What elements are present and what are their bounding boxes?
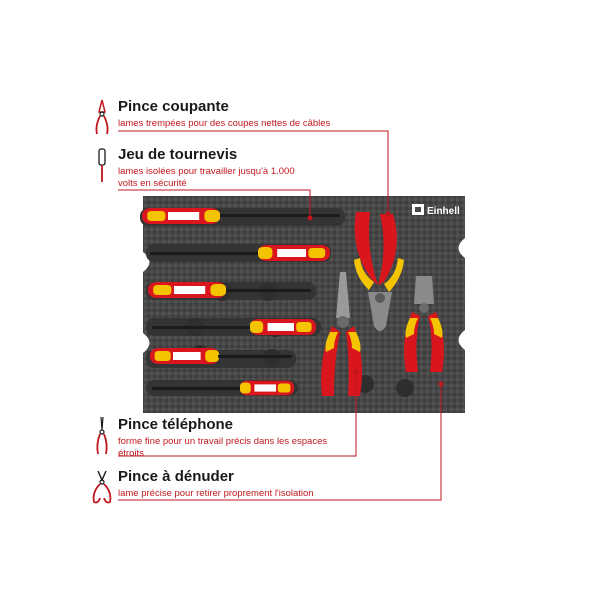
needle-nose-pliers-icon bbox=[96, 416, 108, 455]
screwdriver-6 bbox=[152, 380, 294, 396]
cutting-pliers bbox=[354, 212, 404, 331]
callout-desc: lames trempées pour des coupes nettes de… bbox=[118, 118, 331, 129]
screwdriver-3 bbox=[148, 282, 311, 298]
callout-title: Pince à dénuder bbox=[118, 468, 234, 485]
screwdriver-2 bbox=[150, 245, 330, 261]
screwdriver-icon bbox=[98, 148, 106, 182]
screwdriver-4 bbox=[152, 319, 316, 335]
cutting-pliers-icon bbox=[95, 99, 109, 135]
einhell-logo: Einhell bbox=[412, 204, 460, 217]
leader-lines bbox=[118, 130, 444, 501]
screwdriver-5 bbox=[150, 348, 292, 364]
callout-desc: lames isolées pour travailler jusqu'à 1.… bbox=[118, 166, 295, 189]
wire-stripper-icon bbox=[92, 470, 112, 504]
callout-title: Jeu de tournevis bbox=[118, 146, 238, 163]
callout-desc: forme fine pour un travail précis dans l… bbox=[118, 436, 328, 459]
callout-title: Pince téléphone bbox=[118, 416, 234, 433]
wire-stripper bbox=[404, 276, 444, 372]
callout-title: Pince coupante bbox=[118, 98, 229, 115]
screwdriver-1 bbox=[142, 208, 340, 224]
svg-text:Einhell: Einhell bbox=[427, 206, 460, 217]
callout-desc: lame précise pour retirer proprement l'i… bbox=[118, 488, 314, 499]
needle-nose-pliers bbox=[321, 272, 362, 396]
